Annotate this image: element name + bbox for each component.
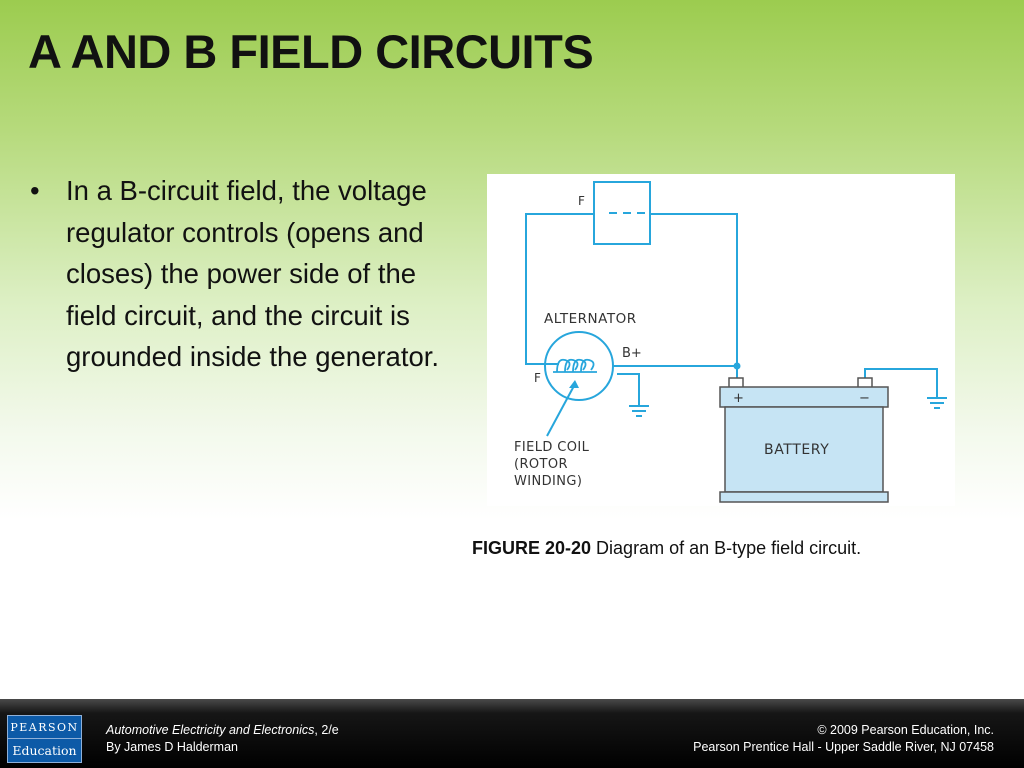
figure-caption: FIGURE 20-20 Diagram of an B-type field …	[472, 538, 861, 559]
field-coil-icon	[553, 358, 597, 373]
book-author: By James D Halderman	[106, 740, 238, 754]
battery-negative-wire	[864, 368, 938, 398]
field-coil-label-1: FIELD COIL	[514, 440, 590, 455]
b-plus-label: B+	[622, 346, 642, 361]
logo-subtitle: Education	[12, 743, 77, 758]
alternator-circle	[544, 331, 614, 401]
footer-book-info: Automotive Electricity and Electronics, …	[106, 722, 339, 756]
regulator-f-label: F	[578, 194, 585, 208]
alternator-ground-wire	[617, 373, 640, 406]
circuit-diagram-svg: F ALTERNATOR B+ F FIELD COIL (ROTOR WIND…	[514, 181, 947, 503]
battery-plus-label: +	[733, 391, 744, 406]
copyright-text: © 2009 Pearson Education, Inc.	[817, 723, 994, 737]
alternator-f-label: F	[534, 371, 541, 385]
field-coil-pointer	[546, 383, 576, 437]
field-coil-label-3: WINDING)	[514, 474, 582, 489]
battery-minus-label: −	[859, 391, 870, 406]
book-edition: , 2/e	[314, 723, 339, 737]
battery-base	[719, 491, 889, 503]
junction-dot	[733, 362, 741, 370]
bullet-marker: •	[30, 175, 40, 206]
field-coil-label-2: (ROTOR	[514, 457, 568, 472]
publisher-text: Pearson Prentice Hall - Upper Saddle Riv…	[693, 740, 994, 754]
circuit-diagram: F ALTERNATOR B+ F FIELD COIL (ROTOR WIND…	[487, 174, 955, 506]
battery-label: BATTERY	[764, 442, 829, 458]
figure-caption-text: Diagram of an B-type field circuit.	[591, 538, 862, 558]
footer-bar: PEARSON Education Automotive Electricity…	[0, 699, 1024, 768]
book-title: Automotive Electricity and Electronics	[106, 723, 315, 737]
figure-number: FIGURE 20-20	[472, 538, 592, 558]
bullet-item: • In a B-circuit field, the voltage regu…	[30, 170, 460, 378]
field-wire-right	[650, 213, 738, 366]
logo-wordmark: PEARSON	[8, 716, 81, 739]
footer-publisher-info: © 2009 Pearson Education, Inc. Pearson P…	[693, 722, 994, 756]
book-title-line: Automotive Electricity and Electronics, …	[106, 722, 339, 739]
battery	[719, 377, 889, 503]
bullet-text: In a B-circuit field, the voltage regula…	[66, 175, 440, 372]
battery-body	[724, 406, 884, 493]
alternator-label: ALTERNATOR	[544, 311, 637, 327]
pearson-logo: PEARSON Education	[7, 715, 82, 763]
pointer-arrowhead	[569, 380, 579, 388]
field-wire-left	[525, 213, 594, 365]
slide-title: A AND B FIELD CIRCUITS	[28, 25, 594, 78]
